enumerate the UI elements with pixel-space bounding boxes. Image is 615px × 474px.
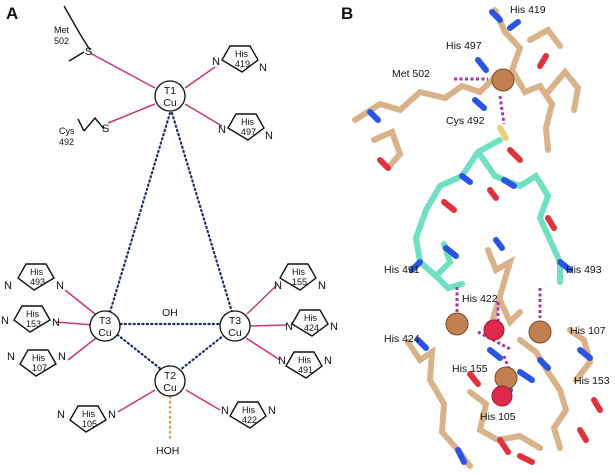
his-491-ring: His 491 N N: [278, 351, 332, 379]
svg-text:His: His: [298, 355, 311, 365]
t2-copper: T2 Cu: [154, 365, 186, 397]
t1-t3r-contact: [170, 111, 234, 314]
svg-text:105: 105: [82, 419, 97, 429]
svg-text:N: N: [218, 124, 226, 136]
protein-sticks: [352, 7, 603, 469]
panel-b-labels: His 419 His 497 Met 502 Cys 492 His 491 …: [384, 4, 610, 423]
svg-text:Cu: Cu: [98, 327, 112, 339]
svg-text:N: N: [265, 130, 273, 142]
met-num: 502: [54, 36, 69, 46]
label-his-155: His 155: [452, 363, 488, 375]
svg-text:N: N: [58, 351, 66, 363]
label-his-153: His 153: [574, 375, 610, 387]
svg-text:N: N: [52, 317, 60, 329]
cys-num: 492: [59, 137, 74, 147]
his-497-ring: His 497 N N: [218, 113, 273, 142]
svg-text:His: His: [304, 313, 317, 323]
label-met-502: Met 502: [392, 68, 430, 80]
label-his-419: His 419: [510, 4, 546, 16]
svg-text:Cu: Cu: [163, 97, 177, 109]
svg-text:107: 107: [32, 363, 47, 373]
cys-sulfur: S: [102, 123, 109, 135]
svg-text:His: His: [235, 49, 248, 59]
his-419-ring: His 419 N N: [212, 45, 267, 74]
svg-text:T2: T2: [164, 370, 176, 382]
t1-t3l-contact: [108, 111, 172, 314]
svg-text:N: N: [274, 280, 282, 292]
label-his-422: His 422: [462, 293, 498, 305]
t1-copper: T1 Cu: [154, 80, 186, 112]
his-105-ring: His 105 N N: [57, 405, 116, 433]
svg-text:N: N: [1, 315, 9, 327]
svg-text:His: His: [82, 409, 95, 419]
met-name: Met: [54, 25, 70, 35]
svg-text:493: 493: [30, 277, 45, 287]
svg-text:His: His: [26, 309, 39, 319]
cys-name: Cys: [59, 126, 75, 136]
svg-text:N: N: [221, 405, 229, 417]
t3-right-copper: T3 Cu: [219, 310, 251, 342]
label-his-497: His 497: [446, 40, 482, 52]
label-cys-492: Cys 492: [446, 115, 485, 127]
his-422-ring: His 422 N N: [221, 401, 276, 429]
oh-bridge-label: OH: [162, 307, 178, 319]
svg-text:N: N: [57, 409, 65, 421]
water-label: HOH: [156, 445, 179, 457]
his-107-ring: His 107 N N: [7, 349, 66, 377]
t3l-t2-contact: [112, 330, 164, 372]
svg-text:N: N: [318, 280, 326, 292]
svg-text:N: N: [56, 280, 64, 292]
svg-text:His: His: [241, 117, 254, 127]
svg-text:His: His: [292, 267, 305, 277]
svg-text:153: 153: [26, 319, 41, 329]
svg-text:N: N: [285, 321, 293, 333]
svg-text:491: 491: [298, 365, 313, 375]
svg-text:His: His: [242, 405, 255, 415]
svg-text:Cu: Cu: [163, 382, 177, 394]
svg-text:N: N: [7, 351, 15, 363]
svg-text:T3: T3: [99, 315, 111, 327]
label-his-424: His 424: [384, 333, 420, 345]
svg-text:497: 497: [241, 127, 256, 137]
t3r-t2-contact: [178, 330, 230, 372]
svg-text:424: 424: [304, 323, 319, 333]
hbond-lines: [454, 77, 542, 373]
panel-b-label: B: [341, 4, 353, 23]
panel-a-label: A: [6, 4, 18, 23]
metal-spheres: [445, 68, 552, 407]
svg-text:N: N: [278, 355, 286, 367]
svg-text:N: N: [108, 409, 116, 421]
svg-text:N: N: [324, 355, 332, 367]
svg-text:N: N: [330, 321, 338, 333]
svg-text:419: 419: [235, 59, 250, 69]
svg-text:His: His: [30, 267, 43, 277]
his-155-ring: His 155 N N: [274, 263, 326, 292]
svg-text:N: N: [4, 280, 12, 292]
label-his-493: His 493: [566, 264, 602, 276]
t3-left-copper: T3 Cu: [89, 310, 121, 342]
met-502: S Met 502: [54, 5, 92, 62]
label-his-491: His 491: [384, 264, 420, 276]
cys-492: S Cys 492: [59, 116, 109, 147]
met-sulfur: S: [85, 46, 92, 58]
svg-text:His: His: [32, 353, 45, 363]
his-153-ring: His 153 N N: [1, 305, 60, 333]
panel-a: A S Met 502: [1, 4, 338, 457]
svg-text:422: 422: [242, 415, 257, 425]
label-his-107: His 107: [570, 325, 606, 337]
svg-text:N: N: [268, 405, 276, 417]
svg-text:N: N: [259, 62, 267, 74]
label-his-105: His 105: [480, 411, 516, 423]
svg-text:Cu: Cu: [228, 327, 242, 339]
his-424-ring: His 424 N N: [285, 309, 338, 337]
his-493-ring: His 493 N N: [4, 263, 64, 292]
svg-text:T1: T1: [164, 85, 176, 97]
svg-text:155: 155: [292, 277, 307, 287]
svg-text:N: N: [212, 56, 220, 68]
panel-b: B: [341, 4, 610, 469]
svg-text:T3: T3: [229, 315, 241, 327]
coordination-bonds: [55, 52, 287, 413]
